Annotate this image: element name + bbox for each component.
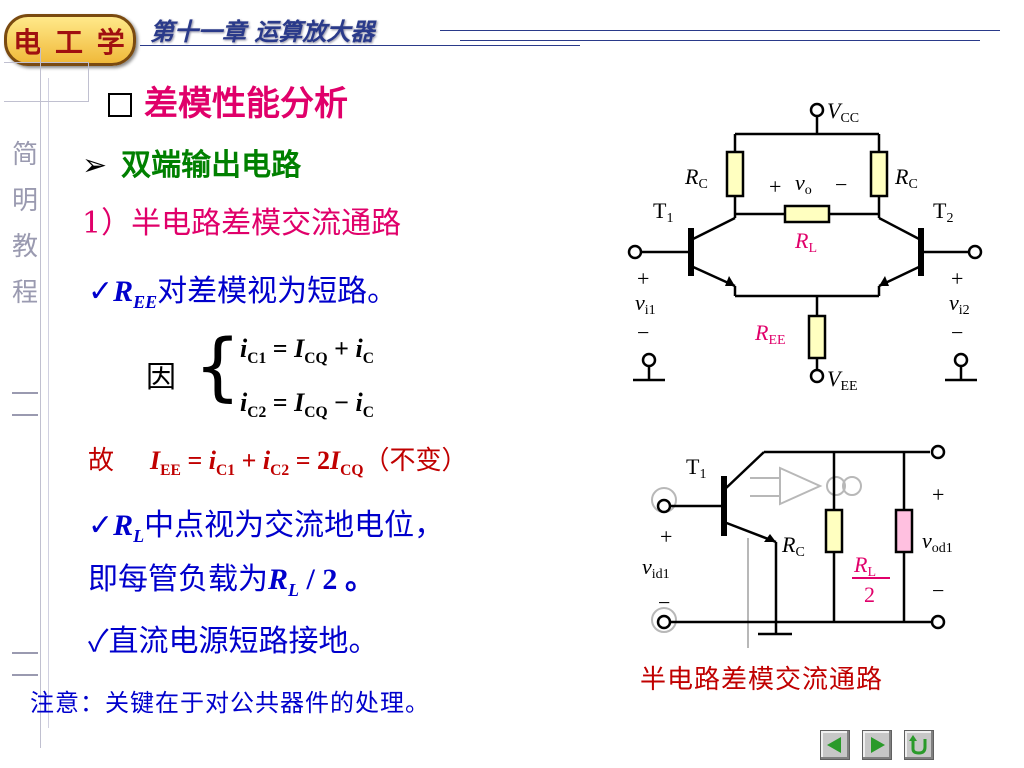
rc-right-label: RC bbox=[894, 164, 918, 192]
vid-label: vid1 bbox=[642, 554, 670, 582]
check-icon: ✓ bbox=[88, 508, 114, 543]
side-char-3: 教 bbox=[11, 232, 38, 262]
faint-opamp-watermark bbox=[651, 466, 862, 648]
rc-left-label: RC bbox=[684, 164, 708, 192]
bullet-2-line-2: 即每管负载为RL / 2 。 bbox=[88, 562, 375, 600]
ree-symbol: REE bbox=[113, 275, 158, 312]
triangle-right-icon bbox=[871, 737, 885, 753]
half-circuit: T1 RC RL 2 + vid1 − + vod1 − bbox=[642, 444, 953, 648]
t2-label: T2 bbox=[933, 198, 953, 226]
bullet-2: ✓RL中点视为交流地电位， bbox=[88, 500, 444, 547]
triangle-left-icon bbox=[827, 737, 841, 753]
half-circuit-caption: 半电路差模交流通路 bbox=[640, 665, 884, 695]
vi1-plus: + bbox=[637, 266, 649, 291]
bullet-3-text: 直流电源短路接地。 bbox=[108, 624, 379, 659]
rl-label: RL bbox=[794, 228, 817, 256]
course-logo: 电 工 学 bbox=[4, 14, 136, 66]
t1-label: T1 bbox=[653, 198, 673, 226]
diff-amp-circuit: VCC RC RC + vo − RL T1 T2 + vi1 − + vi2 … bbox=[627, 98, 983, 394]
therefore-line: 故 IEE = iC1 + iC2 = 2ICQ（不变） bbox=[88, 440, 468, 480]
section-title-text: 差模性能分析 bbox=[144, 84, 348, 124]
arrow-bullet-icon: ➢ bbox=[82, 148, 108, 183]
footnote: 注意：关键在于对公共器件的处理。 bbox=[30, 689, 430, 717]
vcc-label: VCC bbox=[827, 98, 859, 126]
decor-mark-2 bbox=[12, 652, 38, 676]
brace: { bbox=[194, 324, 242, 410]
vod-plus: + bbox=[932, 482, 944, 507]
side-label: 简 明 教 程 bbox=[8, 132, 42, 316]
header-rule-3 bbox=[140, 45, 580, 46]
prev-button[interactable] bbox=[820, 730, 850, 760]
vi2-label: vi2 bbox=[949, 290, 970, 318]
subsection-text: 双端输出电路 bbox=[121, 148, 302, 183]
vid-minus: − bbox=[658, 590, 670, 615]
vi2-minus: − bbox=[951, 320, 963, 345]
chapter-title: 第十一章 运算放大器 bbox=[150, 17, 375, 46]
equation-ic1: iC1 = ICQ + iC bbox=[240, 334, 374, 368]
return-arrow-icon bbox=[909, 735, 927, 755]
vi1-label: vi1 bbox=[635, 290, 656, 318]
left-margin-line-2 bbox=[48, 78, 49, 728]
subsection-title: ➢ 双端输出电路 bbox=[82, 140, 301, 184]
vid-plus: + bbox=[660, 524, 672, 549]
square-bullet-icon bbox=[108, 93, 132, 117]
rl-denominator: 2 bbox=[864, 582, 875, 607]
side-char-2: 明 bbox=[11, 186, 38, 216]
header-rule-2 bbox=[460, 40, 980, 41]
vi2-plus: + bbox=[951, 266, 963, 291]
left-margin-line bbox=[40, 48, 41, 748]
vod-label: vod1 bbox=[922, 528, 953, 556]
logo-text: 电 工 学 bbox=[13, 26, 127, 59]
bullet-2-text: 中点视为交流地电位， bbox=[144, 508, 445, 543]
decor-mark-1 bbox=[12, 392, 38, 416]
step-heading: 1）半电路差模交流通路 bbox=[82, 206, 402, 241]
side-char-4: 程 bbox=[11, 278, 38, 308]
section-title: 差模性能分析 bbox=[108, 76, 348, 125]
side-char-1: 简 bbox=[11, 140, 38, 170]
equation-ic2: iC2 = ICQ − iC bbox=[240, 388, 374, 422]
bullet-1-text: 对差模视为短路。 bbox=[157, 274, 398, 309]
check-icon: ✓ bbox=[88, 274, 114, 309]
invariant-note: （不变） bbox=[363, 446, 468, 476]
rl-label: RL bbox=[853, 552, 876, 580]
because-word: 因 bbox=[146, 360, 176, 395]
check-icon: ✓ bbox=[88, 624, 109, 659]
therefore-word: 故 bbox=[88, 446, 115, 476]
vee-label: VEE bbox=[827, 366, 858, 394]
bullet-3: ✓直流电源短路接地。 bbox=[88, 616, 379, 660]
vod-minus: − bbox=[932, 578, 944, 603]
t1-label: T1 bbox=[686, 454, 706, 482]
vo-plus: + bbox=[769, 174, 781, 199]
return-button[interactable] bbox=[904, 730, 934, 760]
vo-label: vo bbox=[795, 170, 812, 198]
vo-minus: − bbox=[835, 172, 847, 197]
rc-label: RC bbox=[781, 532, 805, 560]
decor-bracket bbox=[4, 62, 89, 102]
next-button[interactable] bbox=[862, 730, 892, 760]
vi1-minus: − bbox=[637, 320, 649, 345]
bullet-1: ✓REE对差模视为短路。 bbox=[88, 266, 397, 313]
rl-symbol: RL bbox=[113, 509, 145, 546]
header-rule-1 bbox=[440, 30, 1000, 31]
equation-iee: IEE = iC1 + iC2 = 2ICQ bbox=[150, 446, 364, 480]
ree-label: REE bbox=[754, 320, 786, 348]
